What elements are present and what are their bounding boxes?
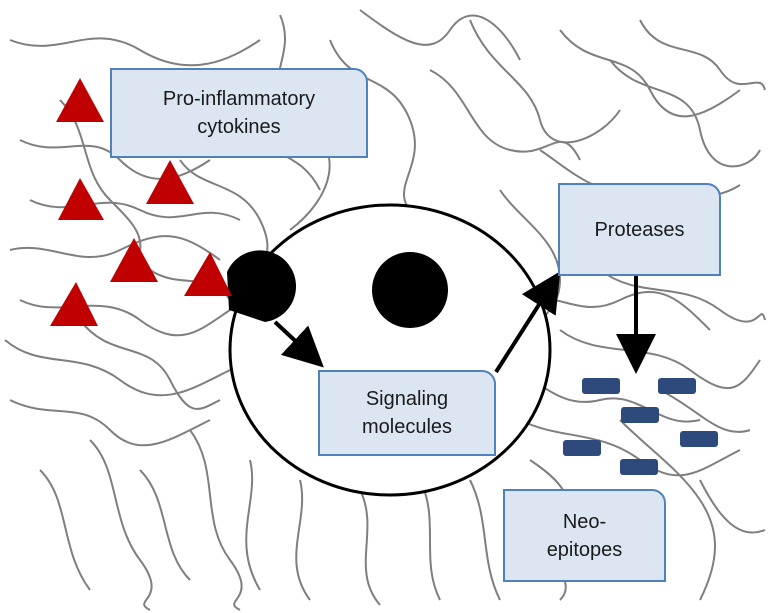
fiber <box>559 329 761 389</box>
fiber <box>39 469 91 591</box>
fiber <box>619 419 716 601</box>
arrow-receptor-to-signaling <box>273 320 324 368</box>
fiber <box>559 29 741 118</box>
fiber <box>89 439 153 611</box>
fiber <box>79 319 221 410</box>
signaling-molecules-label: Signaling molecules <box>318 370 496 456</box>
fiber <box>469 479 501 601</box>
fiber <box>29 199 241 221</box>
fiber <box>659 389 751 433</box>
fiber <box>469 19 621 144</box>
cytokine-triangles <box>50 78 232 326</box>
fiber <box>9 37 261 67</box>
fiber <box>189 429 243 611</box>
receptor <box>227 250 297 322</box>
neo-epitope-bar <box>563 440 601 456</box>
cytokine-triangle <box>58 178 104 220</box>
fiber <box>139 469 191 581</box>
fiber <box>359 9 521 61</box>
fiber <box>639 19 766 91</box>
neo-epitopes-label: Neo- epitopes <box>503 489 666 582</box>
cytokines-label: Pro-inflammatory cytokines <box>110 68 368 158</box>
neo-epitope-bars <box>563 378 718 475</box>
cytokine-triangle <box>184 252 232 296</box>
neo-epitope-bar <box>582 378 620 394</box>
cytokine-triangle <box>110 238 158 282</box>
fiber <box>429 69 581 161</box>
nucleus <box>372 252 448 328</box>
fiber <box>9 399 211 447</box>
fiber <box>599 269 766 323</box>
fiber <box>19 299 231 337</box>
neo-epitope-bar <box>621 407 659 423</box>
fiber <box>609 59 761 168</box>
fiber <box>295 479 311 601</box>
fiber <box>419 479 441 601</box>
fiber <box>245 459 261 591</box>
fiber <box>359 489 381 606</box>
neo-epitope-bar <box>680 431 718 447</box>
fiber <box>19 139 211 180</box>
neo-epitope-bar <box>658 378 696 394</box>
proteases-label: Proteases <box>558 183 721 276</box>
fiber <box>9 235 221 261</box>
fiber <box>4 339 231 397</box>
cytokine-triangle <box>56 78 104 122</box>
fiber <box>699 479 766 534</box>
cytokine-triangle <box>50 282 98 326</box>
neo-epitope-bar <box>620 459 658 475</box>
arrow-signaling-to-proteases <box>494 271 561 374</box>
cytokine-triangle <box>146 160 194 204</box>
